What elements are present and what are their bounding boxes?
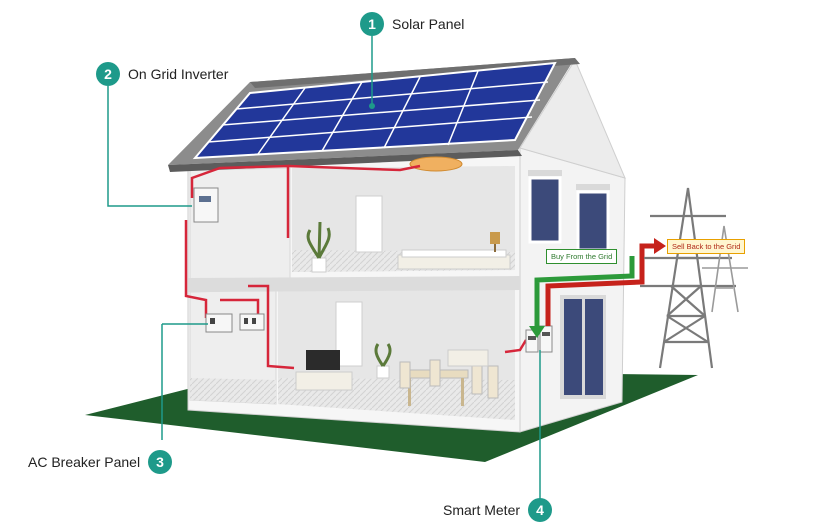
lower-door bbox=[335, 301, 363, 367]
dining-set bbox=[399, 349, 499, 406]
upper-room bbox=[292, 166, 515, 272]
sell-to-grid-arrow bbox=[545, 243, 656, 326]
transmission-tower bbox=[640, 187, 736, 369]
callout-number: 2 bbox=[96, 62, 120, 86]
buy-from-grid-arrow bbox=[534, 256, 635, 330]
callout-solar-panel: 1 Solar Panel bbox=[360, 12, 464, 36]
electrical-wiring bbox=[184, 164, 528, 370]
callout-number: 3 bbox=[148, 450, 173, 474]
lower-left-floor bbox=[190, 378, 276, 404]
callout-label: On Grid Inverter bbox=[128, 66, 229, 82]
buy-from-grid-tag: Buy From the Grid bbox=[546, 249, 618, 264]
upper-door bbox=[355, 195, 383, 253]
sell-back-to-grid-tag: Sell Back to the Grid bbox=[667, 239, 746, 254]
callout-smart-meter: Smart Meter 4 bbox=[443, 498, 553, 522]
house-gable bbox=[519, 58, 626, 179]
callout-on-grid-inverter: 2 On Grid Inverter bbox=[96, 62, 228, 86]
upper-bed bbox=[397, 232, 511, 270]
floor-slab bbox=[188, 276, 520, 292]
upper-plant bbox=[306, 221, 331, 273]
glass-door bbox=[560, 295, 606, 399]
buy-arrow-head bbox=[529, 326, 545, 338]
sell-arrow-head bbox=[654, 238, 666, 254]
ac-breaker-panel bbox=[205, 313, 265, 333]
lower-plant bbox=[374, 343, 392, 379]
callout-ac-breaker-panel: AC Breaker Panel 3 bbox=[28, 450, 173, 474]
callout-label: Solar Panel bbox=[392, 16, 465, 32]
callout-label: AC Breaker Panel bbox=[28, 454, 141, 470]
callout-number: 4 bbox=[528, 498, 553, 522]
ceiling-lamp bbox=[409, 156, 463, 172]
utility-room-upper bbox=[189, 167, 291, 283]
on-grid-inverter bbox=[193, 187, 219, 223]
solar-panel-pointer bbox=[369, 103, 375, 109]
leader-lines bbox=[107, 36, 541, 500]
solar-panel-array bbox=[192, 61, 557, 160]
callout-number: 1 bbox=[360, 12, 384, 36]
side-windows bbox=[528, 170, 610, 252]
tv-set bbox=[295, 350, 353, 391]
roof-ridge bbox=[250, 58, 580, 88]
callout-label: Smart Meter bbox=[443, 502, 521, 518]
smart-meter bbox=[525, 325, 553, 353]
